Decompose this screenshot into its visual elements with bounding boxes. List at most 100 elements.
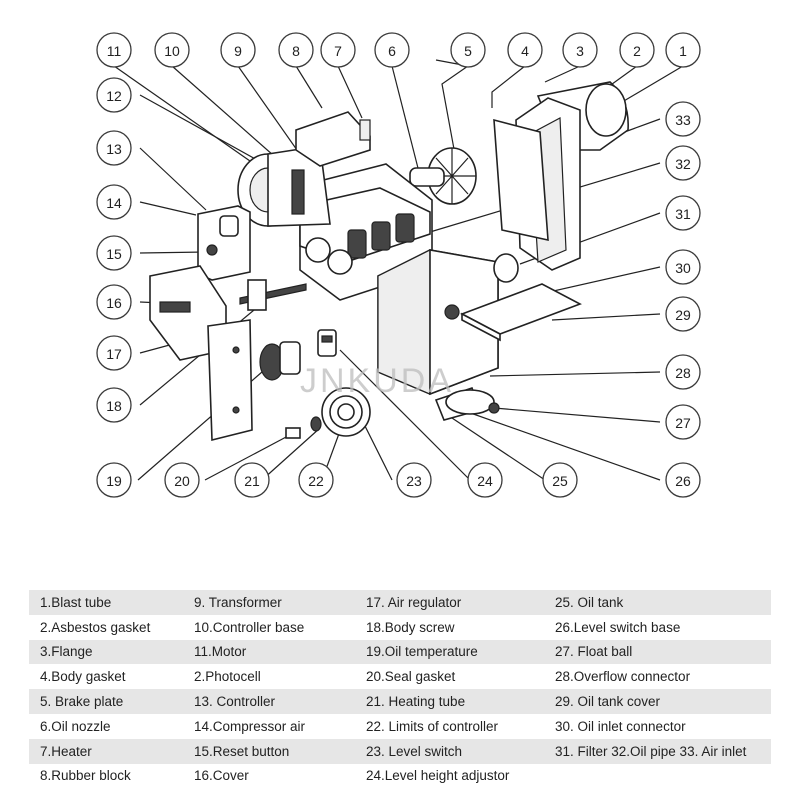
body-screw — [239, 279, 307, 311]
legend-cell: 23. Level switch — [355, 738, 544, 764]
legend-cell: 31. Filter 32.Oil pipe 33. Air inlet — [544, 738, 771, 764]
callout-circle — [234, 462, 270, 498]
callout-33: 33 — [665, 101, 701, 137]
legend-cell: 2.Photocell — [194, 669, 261, 685]
level-switch-base — [434, 386, 500, 421]
callout-24: 24 — [467, 462, 503, 498]
callout-circle — [450, 32, 486, 68]
oil-inlet-connector — [444, 304, 460, 320]
callout-circle — [467, 462, 503, 498]
legend-cell: 25. Oil tank — [544, 590, 771, 615]
transformer — [295, 111, 371, 167]
legend-cell: 24.Level height adjustor — [366, 768, 510, 784]
callout-circle — [374, 32, 410, 68]
callout-number: 7 — [334, 43, 342, 59]
callout-circle — [298, 462, 334, 498]
callout-number: 20 — [174, 473, 190, 489]
exploded-diagram: JNKUDA 123456789101112131415161718192021… — [96, 32, 701, 498]
callout-2: 2 — [619, 32, 655, 68]
legend-cell: 19.Oil temperature — [355, 639, 544, 665]
callout-number: 24 — [477, 473, 493, 489]
controller — [197, 205, 251, 281]
callout-number: 8 — [292, 43, 300, 59]
legend-cell: 26.Level switch base — [555, 619, 681, 635]
callout-circle — [665, 354, 701, 390]
callout-31: 31 — [665, 195, 701, 231]
callout-30: 30 — [665, 249, 701, 285]
heating-tube — [285, 387, 371, 439]
legend-cell: 2.Asbestos gasket — [40, 619, 151, 635]
legend-cell: 10.Controller base — [194, 619, 305, 635]
blast-tube — [493, 81, 629, 271]
callout-number: 5 — [464, 43, 472, 59]
callout-circle — [96, 462, 132, 498]
callout-25: 25 — [542, 462, 578, 498]
legend-cell: 5. Brake plate — [29, 689, 183, 714]
callout-circle — [396, 462, 432, 498]
callout-circle — [665, 249, 701, 285]
callout-number: 1 — [679, 43, 687, 59]
legend-row: 2.Asbestos gasket 10.Controller base 18.Bo… — [29, 615, 771, 640]
callout-17: 17 — [96, 335, 132, 371]
callout-circle — [96, 387, 132, 423]
callout-13: 13 — [96, 130, 132, 166]
oil-tank-cover — [460, 283, 582, 342]
legend-cell: 29. Oil tank cover — [544, 689, 771, 714]
callout-circle — [665, 296, 701, 332]
legend-cell: 13. Controller — [183, 689, 355, 714]
callout-1: 1 — [665, 32, 701, 68]
legend-cell: 6.Oil nozzle — [40, 718, 111, 734]
callout-circle — [619, 32, 655, 68]
legend-cell: 21. Heating tube — [355, 689, 544, 714]
callout-9: 9 — [220, 32, 256, 68]
callout-number: 23 — [406, 473, 422, 489]
callout-number: 22 — [308, 473, 324, 489]
callout-22: 22 — [298, 462, 334, 498]
callout-number: 31 — [675, 206, 691, 222]
callout-32: 32 — [665, 145, 701, 181]
legend-cell: 15.Reset button — [183, 738, 355, 764]
callout-circle — [96, 335, 132, 371]
legend-cell: 7.Heater — [29, 738, 183, 764]
filter — [493, 253, 519, 283]
callout-number: 18 — [106, 398, 122, 414]
callout-circle — [96, 32, 132, 68]
callout-23: 23 — [396, 462, 432, 498]
callout-8: 8 — [278, 32, 314, 68]
callout-circle — [96, 130, 132, 166]
legend-cell: 8.Rubber block — [40, 768, 131, 784]
callout-12: 12 — [96, 77, 132, 113]
callout-number: 26 — [675, 473, 691, 489]
callout-19: 19 — [96, 462, 132, 498]
callout-circle — [665, 32, 701, 68]
legend-cell: 22. Limits of controller — [366, 718, 499, 734]
callout-circle — [220, 32, 256, 68]
oil-tank — [377, 249, 499, 396]
legend-cell — [544, 764, 771, 789]
legend-cell: 27. Float ball — [544, 639, 771, 665]
callout-number: 17 — [106, 346, 122, 362]
callout-circle — [665, 462, 701, 498]
callout-number: 2 — [633, 43, 641, 59]
brake-plate — [409, 147, 477, 205]
callout-11: 11 — [96, 32, 132, 68]
callout-number: 30 — [675, 260, 691, 276]
burner-parts — [149, 81, 629, 442]
callout-10: 10 — [154, 32, 190, 68]
callout-circle — [665, 145, 701, 181]
callout-number: 13 — [106, 141, 122, 157]
callout-3: 3 — [562, 32, 598, 68]
legend-cell: 14.Compressor air — [194, 718, 306, 734]
legend-cell: 18.Body screw — [366, 619, 455, 635]
callout-number: 15 — [106, 246, 122, 262]
callout-4: 4 — [507, 32, 543, 68]
callout-number: 27 — [675, 415, 691, 431]
legend-cell: 17. Air regulator — [355, 590, 544, 615]
